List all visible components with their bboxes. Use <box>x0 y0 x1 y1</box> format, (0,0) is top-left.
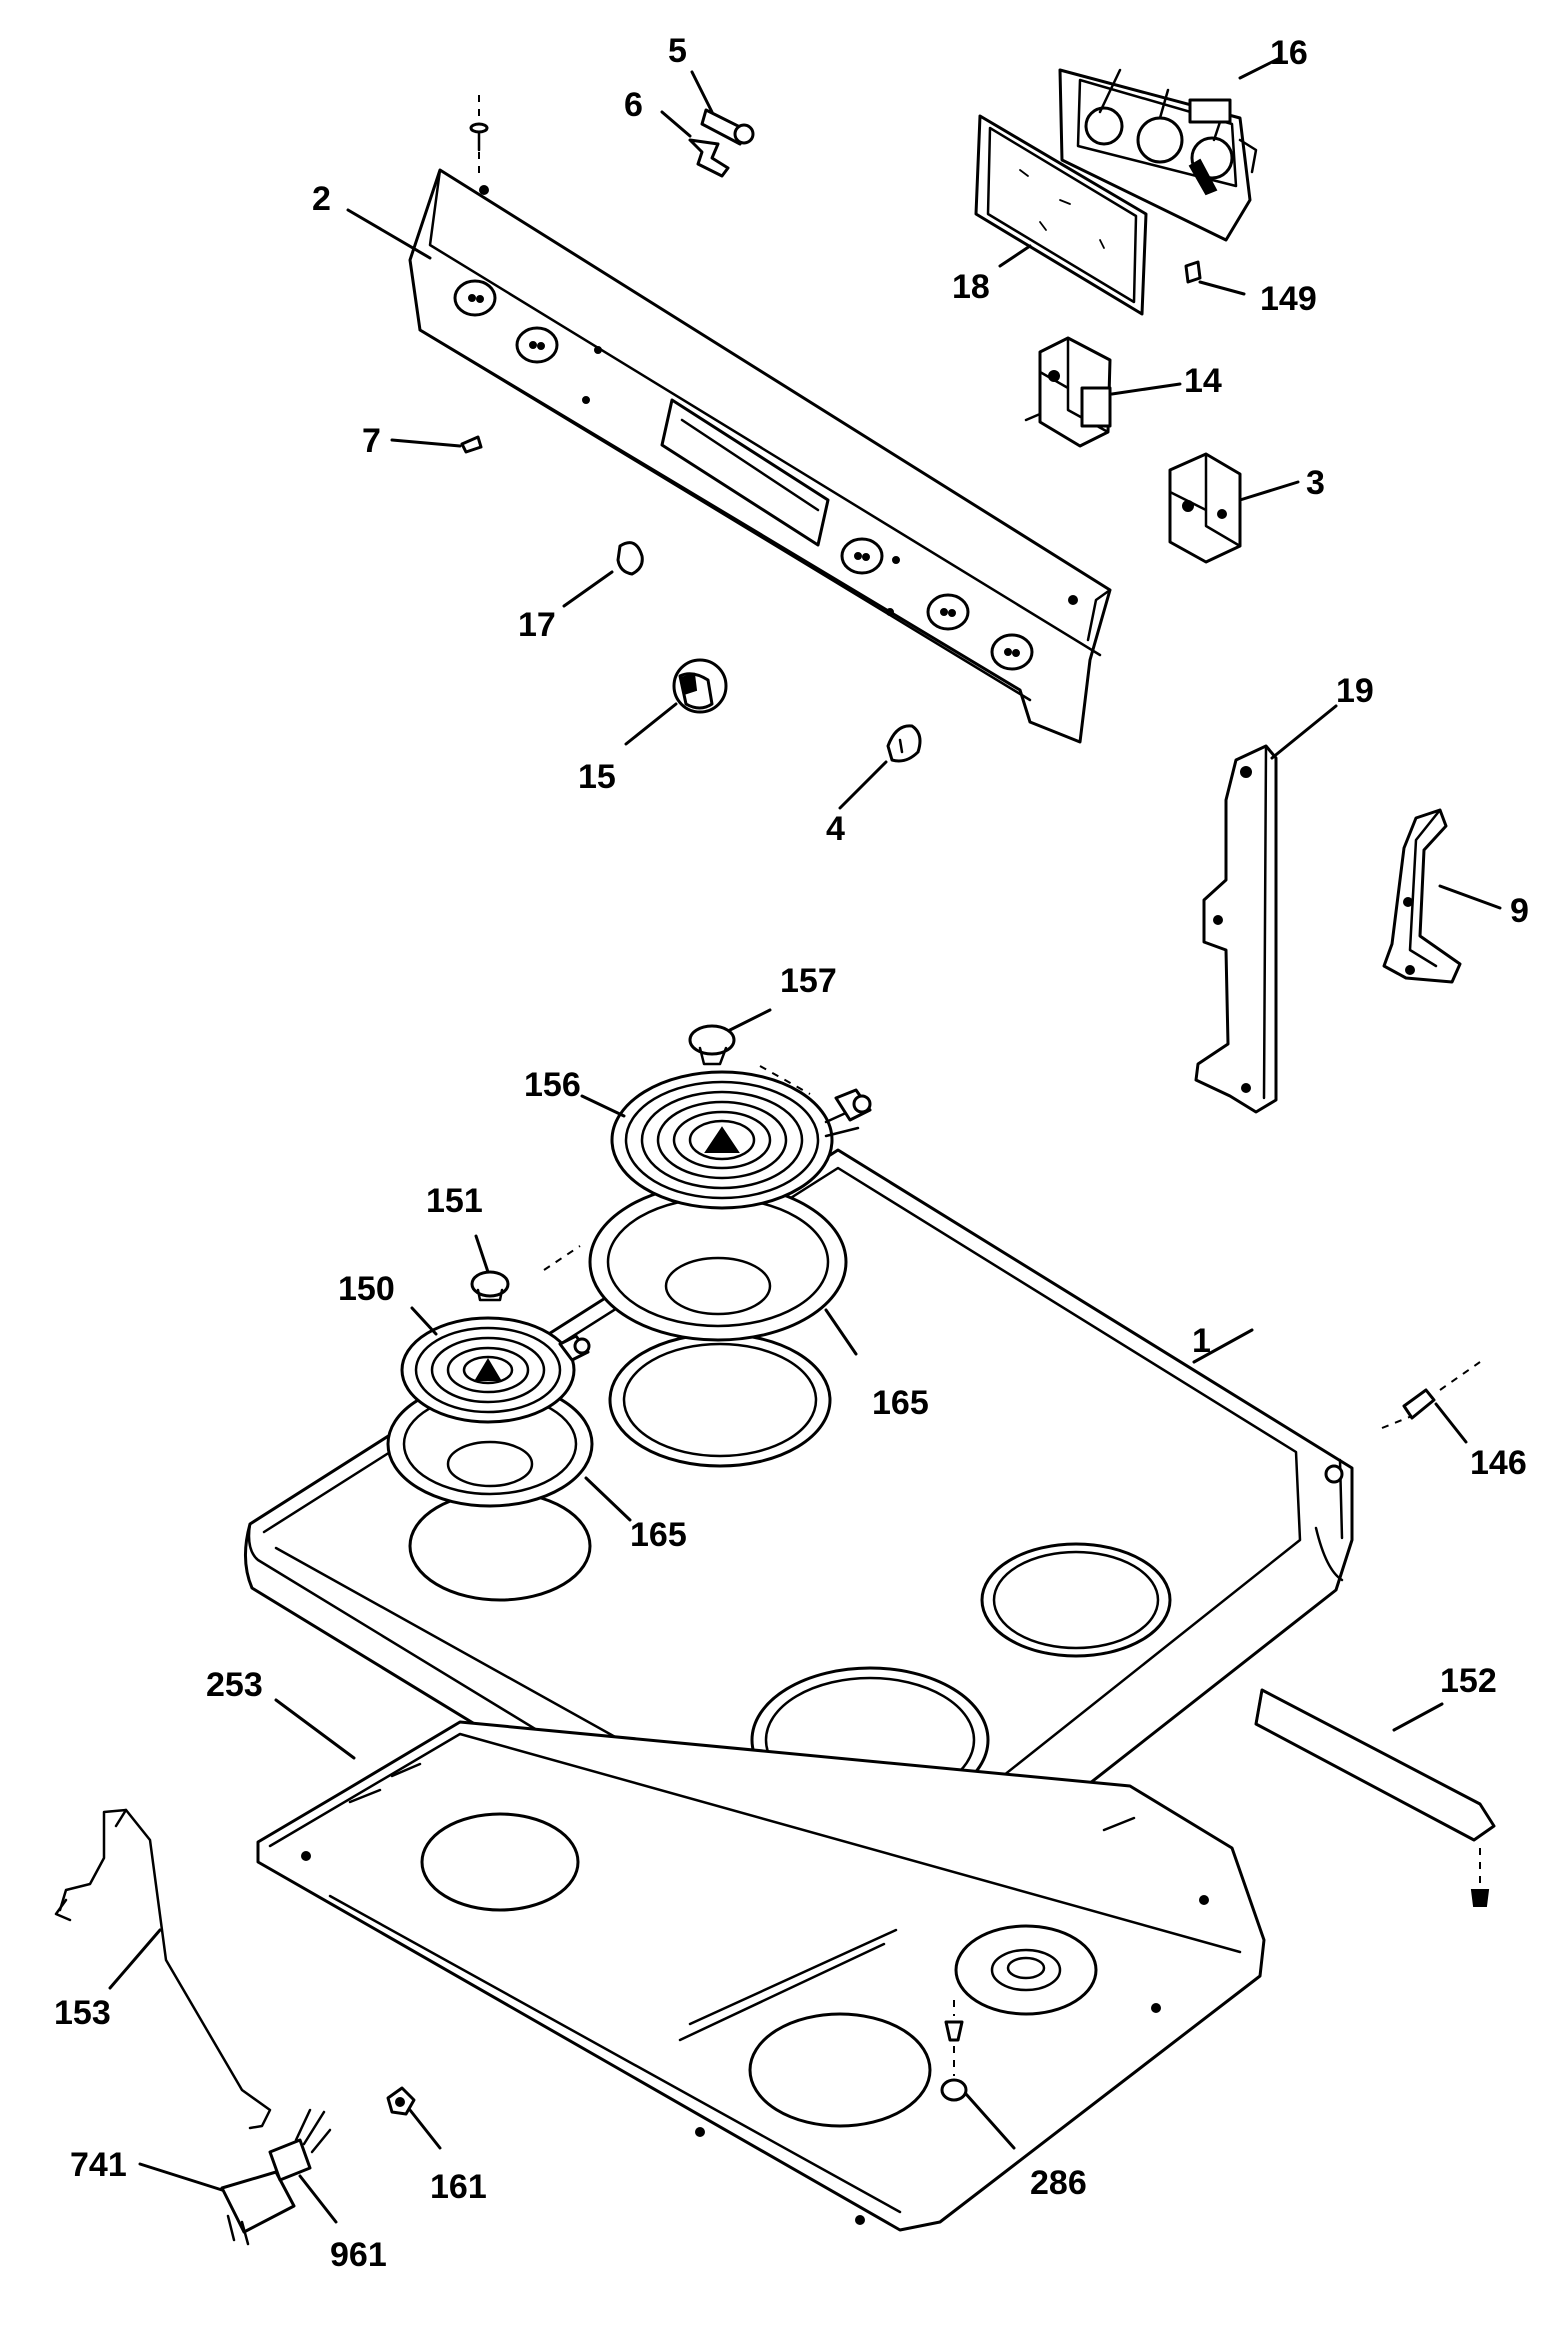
callout-152: 152 <box>1440 1662 1497 1700</box>
part-961-wire-lead <box>268 2108 332 2182</box>
callout-19: 19 <box>1336 672 1374 710</box>
part-6-bracket <box>688 138 730 178</box>
callout-16: 16 <box>1270 34 1308 72</box>
top-panel-screw <box>469 95 489 178</box>
part-286-screw-clip <box>940 2000 968 2102</box>
part-15-knob <box>672 658 728 714</box>
callout-151: 151 <box>426 1182 483 1220</box>
part-149-clip <box>1184 260 1202 284</box>
part-151-receptacle-cap <box>470 1270 510 1302</box>
part-146-screw <box>1381 1361 1481 1429</box>
callout-153: 153 <box>54 1994 111 2032</box>
part-4-knob <box>886 724 922 763</box>
part-156-surface-unit-large <box>610 1070 872 1210</box>
callout-150: 150 <box>338 1270 395 1308</box>
cap-guide-line <box>759 1065 811 1095</box>
callout-9: 9 <box>1510 892 1529 930</box>
callout-15: 15 <box>578 758 616 796</box>
callout-161: 161 <box>430 2168 487 2206</box>
part-253-burner-box <box>256 1720 1266 2232</box>
part-153-wire-harness-clip <box>54 1808 272 2130</box>
callout-146: 146 <box>1470 1444 1527 1482</box>
callout-labels: 1 2 3 4 5 6 7 9 14 15 16 17 18 19 146 14… <box>54 32 1529 2274</box>
part-152-support-rod <box>1254 1688 1496 1842</box>
callout-2: 2 <box>312 180 331 218</box>
leader-lines <box>108 56 1502 2224</box>
callout-286: 286 <box>1030 2164 1087 2202</box>
callout-5: 5 <box>668 32 687 70</box>
callout-7: 7 <box>362 422 381 460</box>
part-157-receptacle-cap <box>688 1024 736 1066</box>
callout-253: 253 <box>206 1666 263 1704</box>
callout-1: 1 <box>1192 1322 1211 1360</box>
part-14-switch <box>1024 336 1112 448</box>
callout-961: 961 <box>330 2236 387 2274</box>
callout-3: 3 <box>1306 464 1325 502</box>
callout-6: 6 <box>624 86 643 124</box>
part-150-surface-unit-small <box>400 1316 591 1424</box>
callout-149: 149 <box>1260 280 1317 318</box>
part-7-screw <box>460 435 483 454</box>
control-panel-backsplash <box>408 168 1112 744</box>
part-19-side-bracket <box>1194 744 1278 1114</box>
callout-14: 14 <box>1184 362 1222 400</box>
callout-156: 156 <box>524 1066 581 1104</box>
cap-guide-line <box>543 1245 581 1271</box>
callout-157: 157 <box>780 962 837 1000</box>
part-5-clip <box>700 108 755 146</box>
callout-17: 17 <box>518 606 556 644</box>
part-17-lamp <box>616 541 644 576</box>
part-16-clock-control <box>1058 68 1258 242</box>
part-3-switch <box>1168 452 1242 564</box>
part-18-lens <box>974 114 1148 316</box>
callout-4: 4 <box>826 810 845 848</box>
callout-165-right: 165 <box>872 1384 929 1422</box>
part-161-grommet <box>386 2086 416 2116</box>
callout-165-left: 165 <box>630 1516 687 1554</box>
part-9-bracket <box>1382 808 1462 984</box>
part-741-terminal-block <box>220 2170 296 2246</box>
support-rod-screw <box>1470 1848 1490 1907</box>
callout-18: 18 <box>952 268 990 306</box>
callout-741: 741 <box>70 2146 127 2184</box>
